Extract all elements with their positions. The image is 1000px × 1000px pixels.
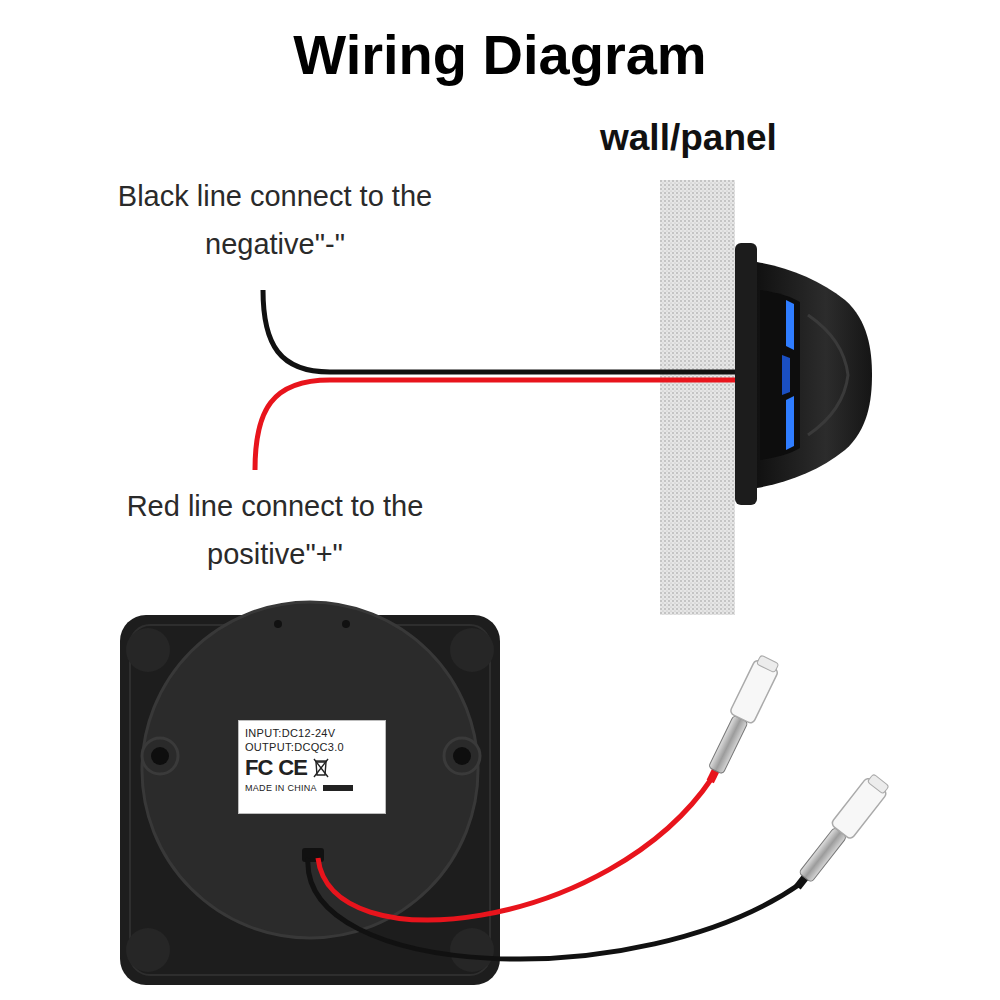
sticker-row: MADE IN CHINA <box>245 783 379 793</box>
sticker-row: INPUT:DC12-24V <box>245 727 379 739</box>
spec-sticker: INPUT:DC12-24V OUTPUT:DCQC3.0FCCE MADE IN … <box>238 720 386 814</box>
diagram-title: Wiring Diagram <box>0 22 1000 87</box>
wall-panel <box>660 180 735 615</box>
device-back <box>120 602 500 985</box>
spec-text: INPUT:DC12-24V <box>245 727 335 739</box>
black-wire <box>263 290 736 372</box>
mark-logo: CE <box>278 755 307 781</box>
sticker-row: OUTPUT:DCQC3.0 <box>245 741 379 753</box>
black-bar <box>323 785 353 791</box>
black-terminal <box>787 772 891 895</box>
mark-logo: FC <box>245 755 272 781</box>
spec-text: MADE IN CHINA <box>245 783 317 793</box>
device-front <box>735 243 872 505</box>
panel-label: wall/panel <box>600 114 820 162</box>
black-lead <box>308 858 800 959</box>
spec-text: OUTPUT:DCQC3.0 <box>245 741 344 753</box>
wire-note: Black line connect to the negative"-" <box>110 172 440 268</box>
wire-note: Red line connect to the positive"+" <box>110 482 440 578</box>
red-wire <box>255 380 736 470</box>
sticker-row: FCCE <box>245 755 379 781</box>
weee-symbol <box>313 758 329 778</box>
red-terminal <box>699 654 782 788</box>
